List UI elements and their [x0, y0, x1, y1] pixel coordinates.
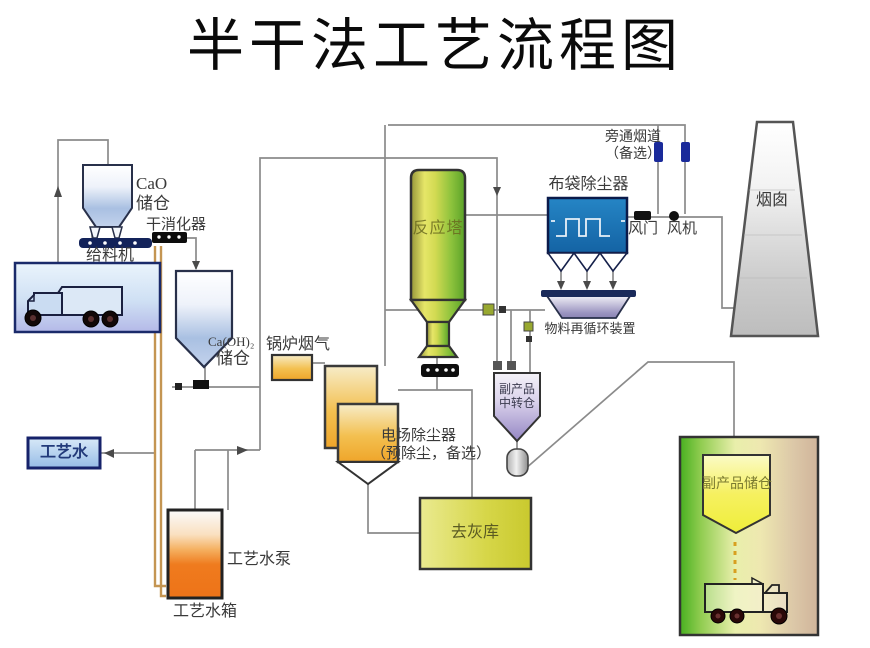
- water-pipe: [153, 246, 166, 598]
- caoh2-silo: [174, 269, 234, 390]
- recirculation-label: 物料再循环装置: [544, 321, 636, 336]
- slaker-bar: [152, 232, 187, 243]
- page-title: 半干法工艺流程图: [187, 15, 683, 78]
- bypass-valve-icons: [654, 142, 690, 162]
- byproduct-silo-box: [678, 435, 820, 637]
- chimney-label: 烟囱: [755, 192, 788, 209]
- bag-filter-label: 布袋除尘器: [548, 176, 629, 193]
- esp-vessel: [323, 364, 402, 486]
- damper-icon: [634, 211, 651, 220]
- ash-store-box: [418, 496, 533, 571]
- delivery-truck-icon: [24, 286, 123, 328]
- fan-icon: [669, 211, 679, 221]
- process-water-box: [26, 436, 102, 470]
- chimney: [729, 120, 820, 338]
- recycle-line-valves: [482, 303, 516, 370]
- damper-label: 风门: [628, 221, 659, 237]
- feeder-bar: [79, 238, 152, 248]
- esp-label: 电场除尘器 （预除尘，备选）: [371, 428, 492, 462]
- tower-discharge-feeder: [421, 364, 459, 377]
- reaction-tower: [408, 168, 468, 377]
- delivery-truck-box: [13, 261, 162, 334]
- hauling-truck-icon: [704, 576, 788, 625]
- fan-label: 风机: [667, 221, 698, 237]
- recirculation-trough: [523, 290, 636, 342]
- cao-silo-label: CaO 储仓: [136, 174, 170, 214]
- caoh2-silo-label: Ca(OH)₂ 储仓: [208, 334, 255, 369]
- water-tank: [166, 508, 224, 600]
- feeder-label: 给料机: [86, 247, 135, 264]
- slaker-label: 干消化器: [146, 217, 207, 233]
- pipe-lines: [57, 124, 735, 598]
- intermediate-bin-label: 副产品 中转仓: [498, 382, 535, 411]
- water-tank-label: 工艺水箱: [172, 603, 237, 620]
- process-water-label: 工艺水: [39, 444, 88, 461]
- ash-store-label: 去灰库: [450, 524, 499, 541]
- bag-filter: [546, 196, 629, 273]
- reaction-tower-label: 反应塔: [412, 220, 464, 237]
- boiler-flue-gas-box: [270, 353, 314, 382]
- intermediate-bin: [493, 372, 541, 477]
- water-pump-label: 工艺水泵: [227, 551, 292, 568]
- boiler-flue-gas-label: 锅炉烟气: [266, 336, 331, 353]
- pump-flow-arrow: [237, 446, 248, 455]
- cao-silo: [82, 164, 133, 239]
- flow-arrows: [54, 186, 617, 458]
- byproduct-silo-hopper: [702, 454, 771, 535]
- byproduct-silo-label: 副产品储仓: [702, 477, 772, 492]
- bypass-duct-label: 旁通烟道 （备选）: [605, 130, 661, 162]
